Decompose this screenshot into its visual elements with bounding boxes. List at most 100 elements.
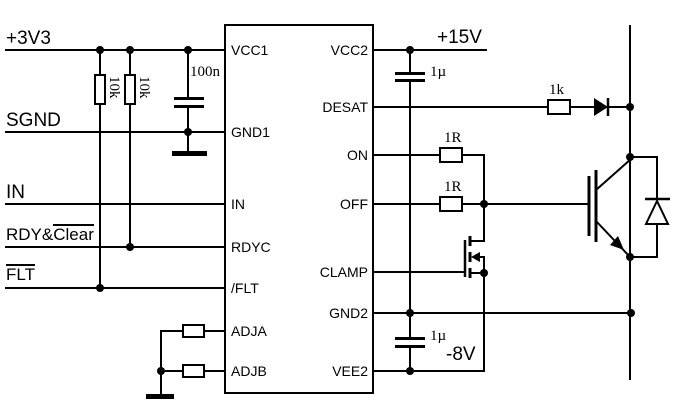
- overlined-flt: FLT: [6, 264, 35, 284]
- ground-symbol-adj: [146, 394, 174, 399]
- resistor-10k-a: [94, 74, 106, 105]
- wire-off-b: [462, 203, 485, 205]
- wire-vcc2-15v: [374, 49, 487, 51]
- resistor-1r-off: [439, 196, 463, 212]
- wire-clamp: [374, 271, 465, 273]
- value-1u-vcc2: 1µ: [430, 64, 447, 80]
- pin-off: OFF: [340, 196, 368, 212]
- wire-mosfet-source-down: [483, 256, 485, 371]
- wire-on-a: [374, 154, 439, 156]
- cap-100n-plate-bottom: [174, 105, 204, 108]
- wire-fwdiode-top: [630, 156, 658, 158]
- net-label-rdy-clear: RDY&Clear: [6, 224, 94, 244]
- wire-pullup-a-bottom: [99, 105, 101, 289]
- cap-1u-vcc2-plate-top: [395, 72, 425, 75]
- wire-adjb-left: [160, 370, 182, 372]
- pin-rdyc: RDYC: [231, 239, 271, 255]
- junction-dot: [480, 269, 488, 277]
- wire-sgnd: [5, 131, 224, 133]
- wire-mosfet-source-stub: [470, 272, 485, 274]
- wire-pullup-b-bottom: [129, 105, 131, 248]
- junction-dot: [184, 128, 192, 136]
- junction-dot: [406, 46, 414, 54]
- wire-3v3: [5, 49, 224, 51]
- pin-vcc1: VCC1: [231, 42, 269, 58]
- wire-c1u-top-a: [409, 49, 411, 72]
- gate-driver-ic: [224, 24, 374, 394]
- wire-vee2: [374, 370, 485, 372]
- wire-gnd2: [374, 312, 631, 314]
- junction-dot: [96, 284, 104, 292]
- cap-1u-vee2-plate-top: [395, 337, 425, 340]
- value-100n: 100n: [190, 64, 220, 80]
- net-label-flt: FLT: [6, 264, 35, 285]
- wire-collector-rail: [629, 25, 631, 380]
- desat-diode-icon: [594, 98, 610, 116]
- wire-fwdiode-upper: [656, 156, 658, 200]
- junction-dot: [157, 367, 165, 375]
- junction-dot: [626, 103, 634, 111]
- wire-pullup-a-top: [99, 49, 101, 75]
- junction-dot: [480, 200, 488, 208]
- net-label-sgnd: SGND: [6, 110, 61, 131]
- value-1r-on: 1R: [444, 130, 462, 146]
- wire-on-b: [462, 154, 485, 156]
- junction-dot: [627, 309, 635, 317]
- cap-1u-vee2-plate-bottom: [395, 345, 425, 348]
- wire-off-a: [374, 203, 439, 205]
- wire-mosfet-body-stub: [478, 256, 485, 258]
- wire-adjb-right: [205, 370, 224, 372]
- wire-desat-b: [570, 106, 594, 108]
- wire-gate-drive: [484, 203, 589, 205]
- pin-flt: /FLT: [231, 280, 259, 296]
- value-1r-off: 1R: [444, 179, 462, 195]
- wire-gate-node: [483, 154, 485, 241]
- junction-dot: [126, 243, 134, 251]
- pin-adja: ADJA: [231, 323, 267, 339]
- wire-pullup-b-top: [129, 49, 131, 75]
- resistor-1k-desat: [547, 99, 571, 115]
- junction-dot: [96, 46, 104, 54]
- wire-c100n-top: [187, 49, 189, 97]
- cap-1u-vcc2-plate-bottom: [395, 79, 425, 82]
- value-1u-vee2: 1µ: [430, 328, 447, 344]
- net-label-neg8v: -8V: [446, 344, 476, 365]
- ground-symbol-gnd1: [172, 151, 207, 156]
- resistor-1r-on: [439, 147, 463, 163]
- wire-flt: [5, 287, 224, 289]
- resistor-adja: [182, 324, 205, 338]
- pin-adjb: ADJB: [231, 363, 267, 379]
- pin-desat: DESAT: [322, 99, 368, 115]
- resistor-10k-b: [124, 74, 136, 105]
- net-label-15v: +15V: [437, 27, 482, 48]
- pin-on: ON: [347, 147, 368, 163]
- pin-vee2: VEE2: [332, 363, 368, 379]
- resistor-adjb: [182, 364, 205, 378]
- junction-dot: [626, 153, 634, 161]
- pin-vcc2: VCC2: [330, 42, 368, 58]
- wire-adj-common: [160, 330, 162, 397]
- junction-dot: [126, 46, 134, 54]
- cap-100n-plate-top: [174, 97, 204, 100]
- wire-c1u-bot: [409, 348, 411, 371]
- wire-in: [5, 203, 224, 205]
- junction-dot: [406, 309, 414, 317]
- wire-c1u-mid: [409, 82, 411, 337]
- wire-fwdiode-bottom: [630, 256, 658, 258]
- pin-gnd2: GND2: [329, 305, 368, 321]
- overlined-clear: Clear: [53, 224, 94, 244]
- wire-mosfet-drain-stub: [470, 240, 485, 242]
- junction-dot: [184, 46, 192, 54]
- wire-desat-a: [374, 106, 547, 108]
- value-10k-b: 10k: [136, 76, 152, 99]
- pin-in: IN: [231, 196, 245, 212]
- junction-dot: [626, 253, 634, 261]
- value-10k-a: 10k: [106, 76, 122, 99]
- igbt-icon: [587, 158, 632, 259]
- wire-desat-c: [608, 106, 631, 108]
- net-label-in: IN: [6, 182, 25, 203]
- wire-adja-right: [205, 330, 224, 332]
- freewheel-diode-icon: [644, 197, 670, 225]
- junction-dot: [406, 367, 414, 375]
